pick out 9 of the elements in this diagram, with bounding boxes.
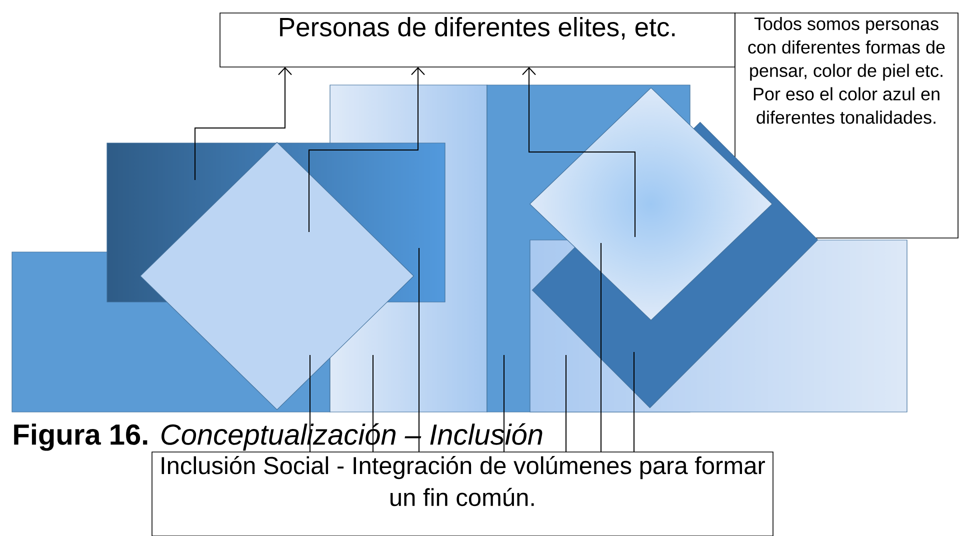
leader-line bbox=[600, 242, 602, 452]
leader-line bbox=[418, 248, 420, 452]
note-box: Todos somos personas con diferentes formas de pensar, color de piel etc. Por eso el color azul en diferentes tonalidades. bbox=[734, 12, 958, 238]
leader-line bbox=[194, 67, 292, 180]
leader-line bbox=[372, 354, 374, 452]
text-box: Personas de diferentes elites, etc. bbox=[220, 12, 736, 68]
leader-line bbox=[308, 67, 425, 232]
text-box: Inclusión Social - Integración de volúmenes para formar un fin común. bbox=[152, 452, 774, 536]
leader-line bbox=[522, 67, 636, 238]
